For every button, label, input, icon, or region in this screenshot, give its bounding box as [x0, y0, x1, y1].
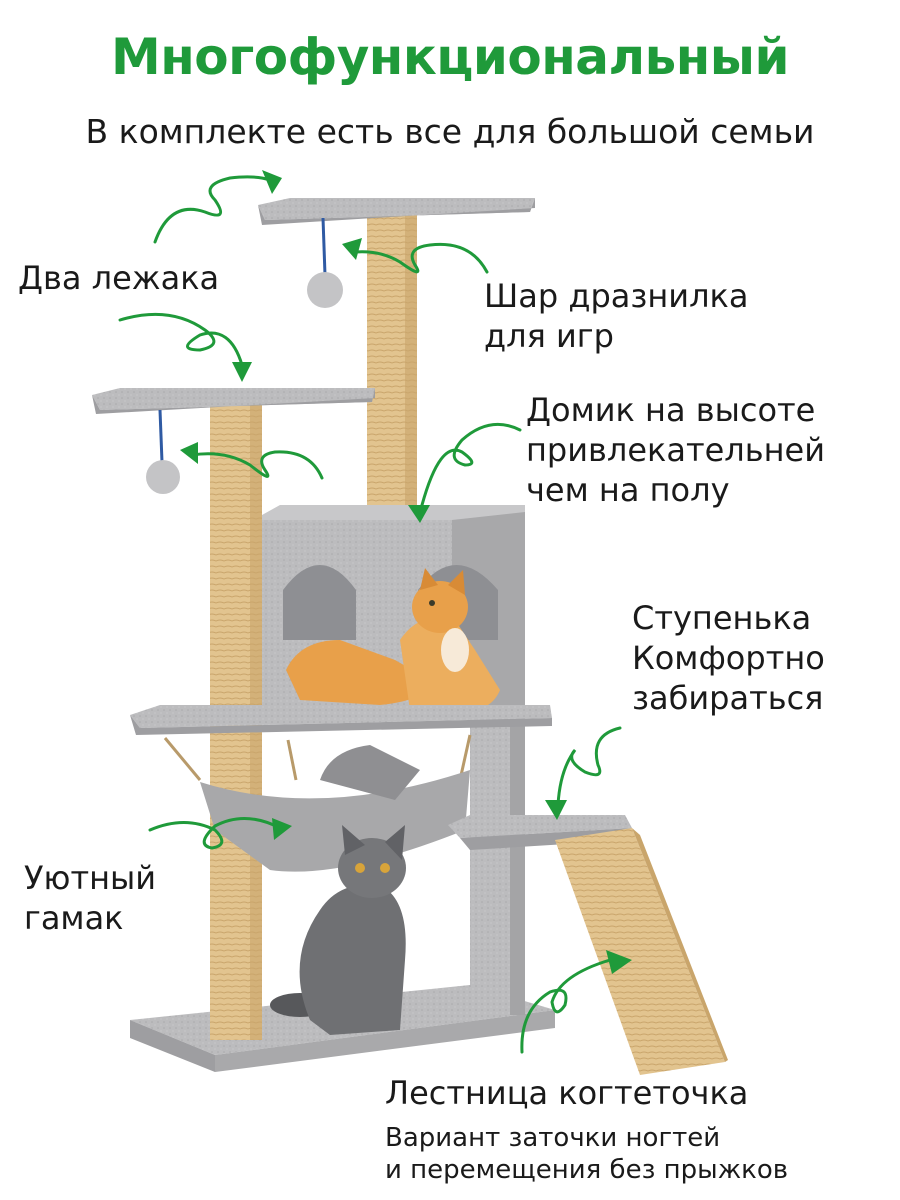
label-teaser-ball: Шар дразнилка для игр	[484, 276, 748, 356]
curly-arrow-icon	[353, 242, 489, 274]
heart-arrowhead-icon	[232, 362, 252, 382]
teaser-ball-top	[307, 217, 343, 308]
heart-arrowhead-icon	[262, 170, 282, 194]
label-text: Уютный	[24, 859, 157, 897]
page-title: Многофункциональный	[110, 28, 790, 86]
label-text: для игр	[484, 317, 614, 355]
heart-arrowhead-icon	[545, 800, 567, 820]
page-subtitle: В комплекте есть все для большой семьи	[85, 112, 815, 151]
label-title: Лестница когтеточка	[385, 1074, 749, 1112]
label-step: Ступенька Комфортно забираться	[632, 598, 825, 718]
label-house: Домик на высоте привлекательней чем на п…	[526, 390, 825, 510]
label-text: Шар дразнилка	[484, 277, 749, 315]
scratching-ladder	[555, 828, 728, 1075]
lower-platform	[130, 705, 552, 735]
heart-arrowhead-icon	[180, 442, 198, 464]
teaser-ball-left	[146, 409, 180, 494]
label-text: чем на полу	[526, 471, 730, 509]
label-text: гамак	[24, 899, 124, 937]
curly-arrow-icon	[153, 175, 272, 244]
ginger-cat	[286, 568, 500, 713]
label-hammock: Уютный гамак	[24, 858, 156, 938]
curly-arrows	[118, 175, 622, 1054]
heart-arrowhead-icon	[606, 950, 632, 974]
label-text: забираться	[632, 679, 824, 717]
curly-arrow-icon	[118, 312, 244, 367]
label-text: Два лежака	[18, 259, 220, 297]
label-text: и перемещения без прыжков	[385, 1155, 789, 1185]
heart-arrowhead-icon	[408, 505, 430, 523]
heart-arrowheads	[180, 170, 632, 974]
label-text: Комфортно	[632, 639, 825, 677]
curly-arrow-icon	[148, 816, 282, 850]
label-text: привлекательней	[526, 431, 826, 469]
gray-cat	[270, 825, 406, 1035]
label-text: Домик на высоте	[526, 391, 816, 429]
label-ladder: Лестница когтеточка	[385, 1073, 748, 1113]
label-text: Ступенька	[632, 599, 812, 637]
curly-arrow-icon	[190, 450, 324, 480]
middle-platform	[92, 388, 375, 414]
curly-arrow-icon	[520, 958, 612, 1054]
label-ladder-desc: Вариант заточки ногтей и перемещения без…	[385, 1122, 788, 1186]
top-platform	[258, 198, 535, 225]
step-platform	[448, 815, 632, 850]
label-text: Вариант заточки ногтей	[385, 1123, 721, 1153]
curly-arrow-icon	[420, 422, 522, 507]
heart-arrowhead-icon	[342, 238, 362, 260]
curly-arrow-icon	[556, 726, 622, 807]
heart-arrowhead-icon	[272, 818, 292, 840]
label-two-beds: Два лежака	[18, 258, 219, 298]
